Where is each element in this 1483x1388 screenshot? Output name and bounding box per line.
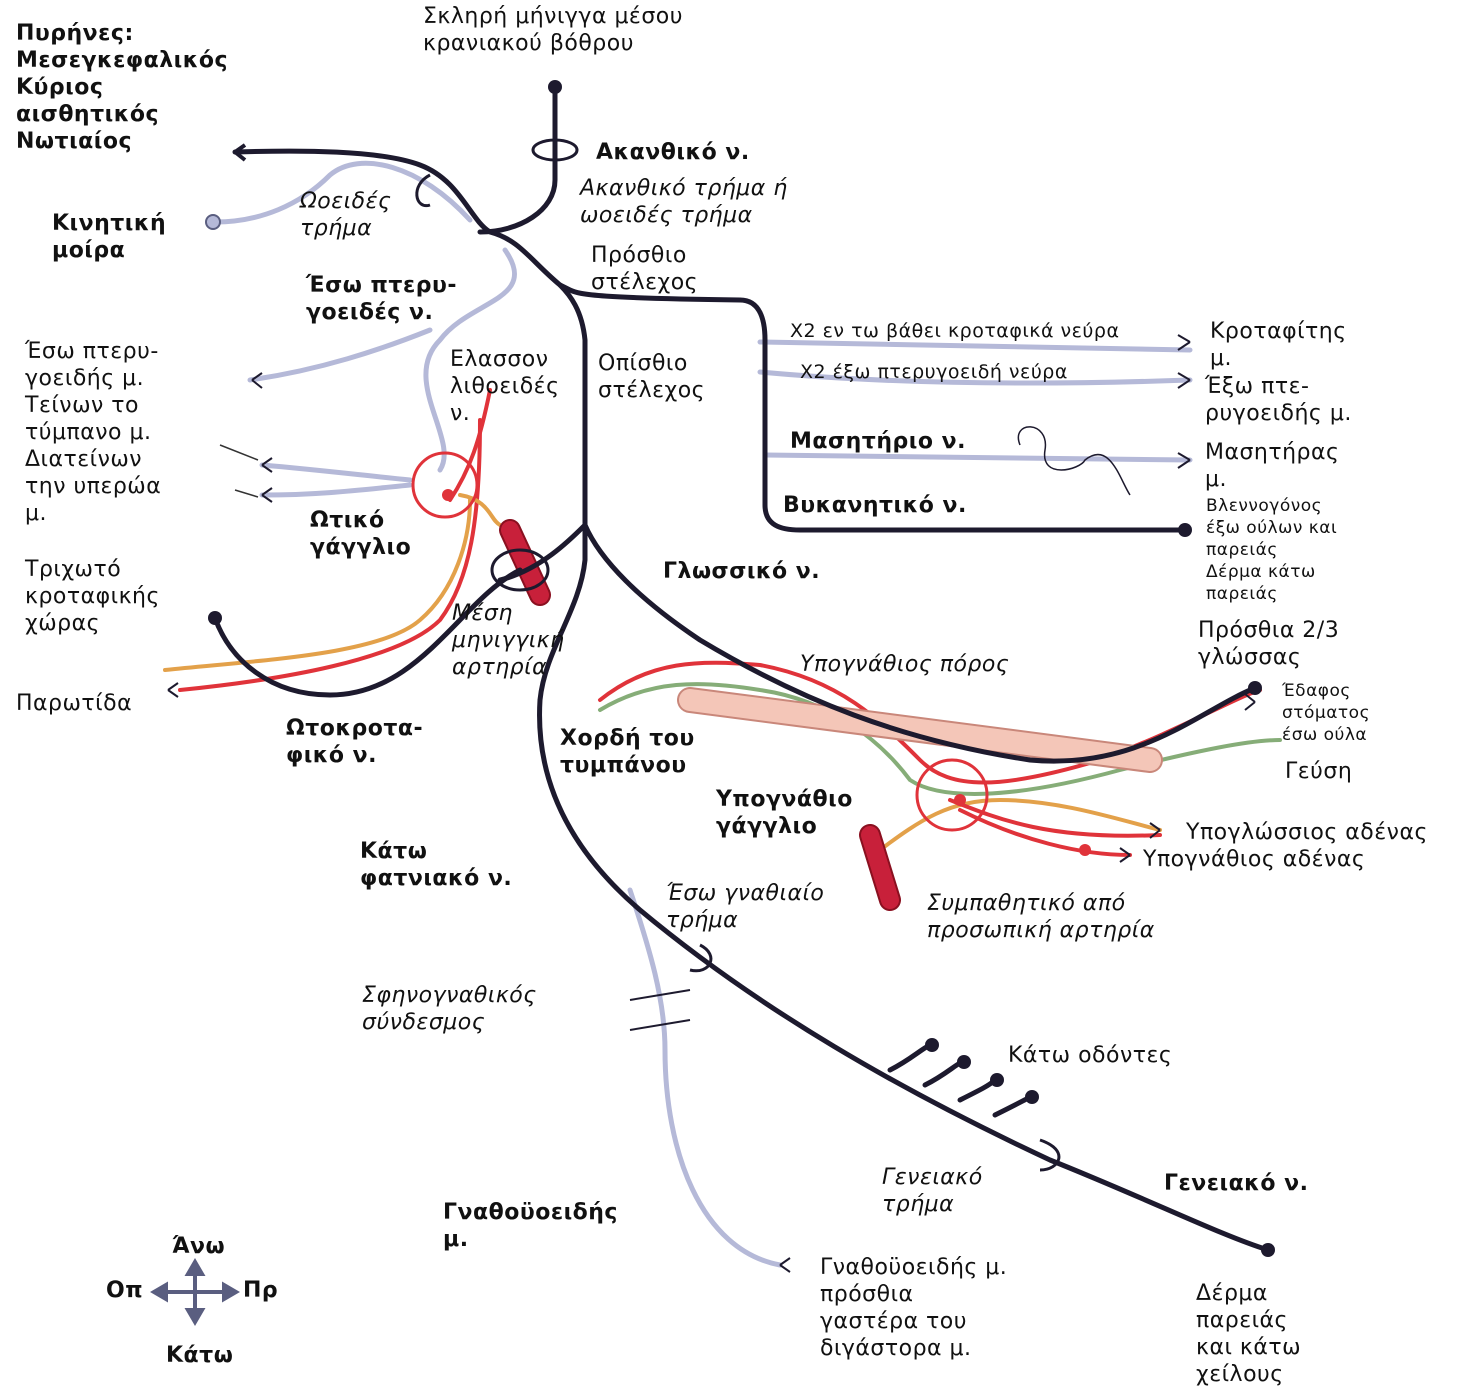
sensory-trunk bbox=[215, 87, 1268, 1250]
tooth-1 bbox=[890, 1045, 930, 1070]
mylohyoid-label: Γναθοϋοειδής μ. bbox=[443, 1199, 618, 1253]
muscle-endings bbox=[168, 335, 1255, 1272]
tooth-dot-4 bbox=[1025, 1090, 1039, 1104]
mental-nerve-label: Γενειακό ν. bbox=[1164, 1170, 1308, 1197]
dura-label: Σκληρή μήνιγγα μέσου κρανιακού βόθρου bbox=[423, 3, 683, 57]
otic-ganglion-label: Ωτικό γάγγλιο bbox=[310, 507, 411, 561]
sublingual-gland-label: Υπογλώσσιος αδένας bbox=[1186, 819, 1428, 846]
lower-teeth-label: Κάτω οδόντες bbox=[1008, 1042, 1172, 1069]
motor-root-dot bbox=[206, 215, 220, 229]
inferior-alveolar-line bbox=[540, 525, 1268, 1250]
otic-dot bbox=[442, 489, 454, 501]
anterior-tongue-label: Πρόσθια 2/3 γλώσσας bbox=[1198, 617, 1339, 671]
sphenomandibular-label: Σφηνογναθικός σύνδεσμος bbox=[362, 982, 537, 1036]
chorda-tympani-label: Χορδή του τυμπάνου bbox=[560, 725, 695, 779]
tooth-4 bbox=[995, 1097, 1030, 1115]
scalp-label: Τριχωτό κροταφικής χώρας bbox=[25, 556, 160, 637]
parotid-label: Παρωτίδα bbox=[16, 690, 132, 717]
tooth-dot-2 bbox=[957, 1055, 971, 1069]
compass-left: Οπ bbox=[106, 1277, 143, 1304]
med-pteryg-branch bbox=[250, 330, 430, 380]
taste-label: Γεύση bbox=[1285, 758, 1352, 785]
medial-pterygoid-nerve-label: Έσω πτερυ- γοειδές ν. bbox=[306, 272, 457, 326]
buccal-mucosa-label: Βλεννογόνος έξω ούλων και παρειάς Δέρμα … bbox=[1206, 495, 1337, 605]
auriculotemporal-label: Ωτοκροτα- φικό ν. bbox=[286, 715, 423, 769]
floor-dot bbox=[1248, 681, 1262, 695]
floor-mouth-label: Έδαφος στόματος έσω ούλα bbox=[1282, 680, 1370, 746]
lingual-nerve-label: Γλωσσικό ν. bbox=[663, 558, 820, 585]
sympathetic-label: Συμπαθητικό από προσωπική αρτηρία bbox=[927, 890, 1155, 944]
anterior-trunk-label: Πρόσθιο στέλεχος bbox=[591, 242, 698, 296]
dura-dot bbox=[548, 80, 562, 94]
compass-arrows bbox=[154, 1262, 236, 1322]
skin-chin-label: Δέρμα παρειάς και κάτω χείλους bbox=[1196, 1280, 1301, 1388]
masseteric-nerve-label: Μασητήριο ν. bbox=[790, 428, 966, 455]
gland-dot bbox=[1079, 844, 1091, 856]
lesser-petrosal-label: Ελασσον λιθοειδές ν. bbox=[450, 346, 559, 427]
masseter-label: Μασητήρας μ. bbox=[1205, 439, 1339, 493]
medial-pterygoid-muscles-label: Έσω πτερυ- γοειδής μ. Τείνων το τύμπανο … bbox=[25, 338, 161, 527]
temporalis-label: Κροταφίτης μ. bbox=[1210, 318, 1347, 372]
submandibular-ganglion-label: Υπογνάθιο γάγγλιο bbox=[716, 786, 853, 840]
nuclei-label: Πυρήνες: Μεσεγκεφαλικός Κύριος αισθητικό… bbox=[16, 20, 228, 155]
compass-right: Πρ bbox=[243, 1277, 278, 1304]
mylohyoid-digastric-label: Γναθοϋοειδής μ. πρόσθια γαστέρα του διγά… bbox=[820, 1254, 1007, 1362]
posterior-trunk-label: Οπίσθιο στέλεχος bbox=[598, 350, 705, 404]
tooth-dot-3 bbox=[990, 1073, 1004, 1087]
mental-foramen-label: Γενειακό τρήμα bbox=[882, 1164, 983, 1218]
submandibular-dot bbox=[954, 794, 966, 806]
scalp-dot bbox=[208, 611, 222, 625]
submandibular-gland-label: Υπογνάθιος αδένας bbox=[1143, 846, 1365, 873]
motor-root-label: Κινητική μοίρα bbox=[52, 210, 166, 264]
tooth-3 bbox=[960, 1080, 995, 1100]
deep-temporal-label: X2 εν τω βάθει κροταφικά νεύρα bbox=[790, 320, 1120, 343]
buccal-nerve-label: Βυκανητικό ν. bbox=[783, 492, 967, 519]
submandibular-duct-label: Υπογνάθιος πόρος bbox=[800, 651, 1009, 678]
pointer-lines bbox=[220, 445, 258, 497]
lateral-pterygoid-nerves-label: X2 έξω πτερυγοειδή νεύρα bbox=[800, 361, 1068, 384]
palatini-branch bbox=[262, 485, 410, 495]
submandibular-duct bbox=[690, 700, 1150, 760]
tooth-dot-1 bbox=[925, 1038, 939, 1052]
skin-chin-dot bbox=[1261, 1243, 1275, 1257]
spinosus-nerve-label: Ακανθικό ν. bbox=[596, 139, 750, 166]
mylohyoid-line bbox=[630, 890, 780, 1265]
compass-down: Κάτω bbox=[166, 1342, 233, 1369]
foramen-spinosum-label: Ακανθικό τρήμα ή ωοειδές τρήμα bbox=[580, 175, 788, 229]
masseteric-line bbox=[765, 455, 1190, 460]
middle-meningeal-label: Μέση μηνιγγική αρτηρία bbox=[452, 600, 565, 681]
tensor-branch bbox=[262, 465, 410, 480]
compass-up: Άνω bbox=[172, 1233, 225, 1260]
tooth-2 bbox=[925, 1062, 962, 1085]
inferior-alveolar-label: Κάτω φατνιακό ν. bbox=[360, 838, 512, 892]
lateral-pterygoid-muscle-label: Έξω πτε- ρυγοειδής μ. bbox=[1205, 373, 1352, 427]
buccal-dot bbox=[1178, 523, 1192, 537]
deep-temporal-line bbox=[760, 342, 1190, 350]
foramen-ovale-label: Ωοειδές τρήμα bbox=[300, 188, 391, 242]
mandibular-foramen-label: Έσω γναθιαίο τρήμα bbox=[666, 880, 824, 934]
